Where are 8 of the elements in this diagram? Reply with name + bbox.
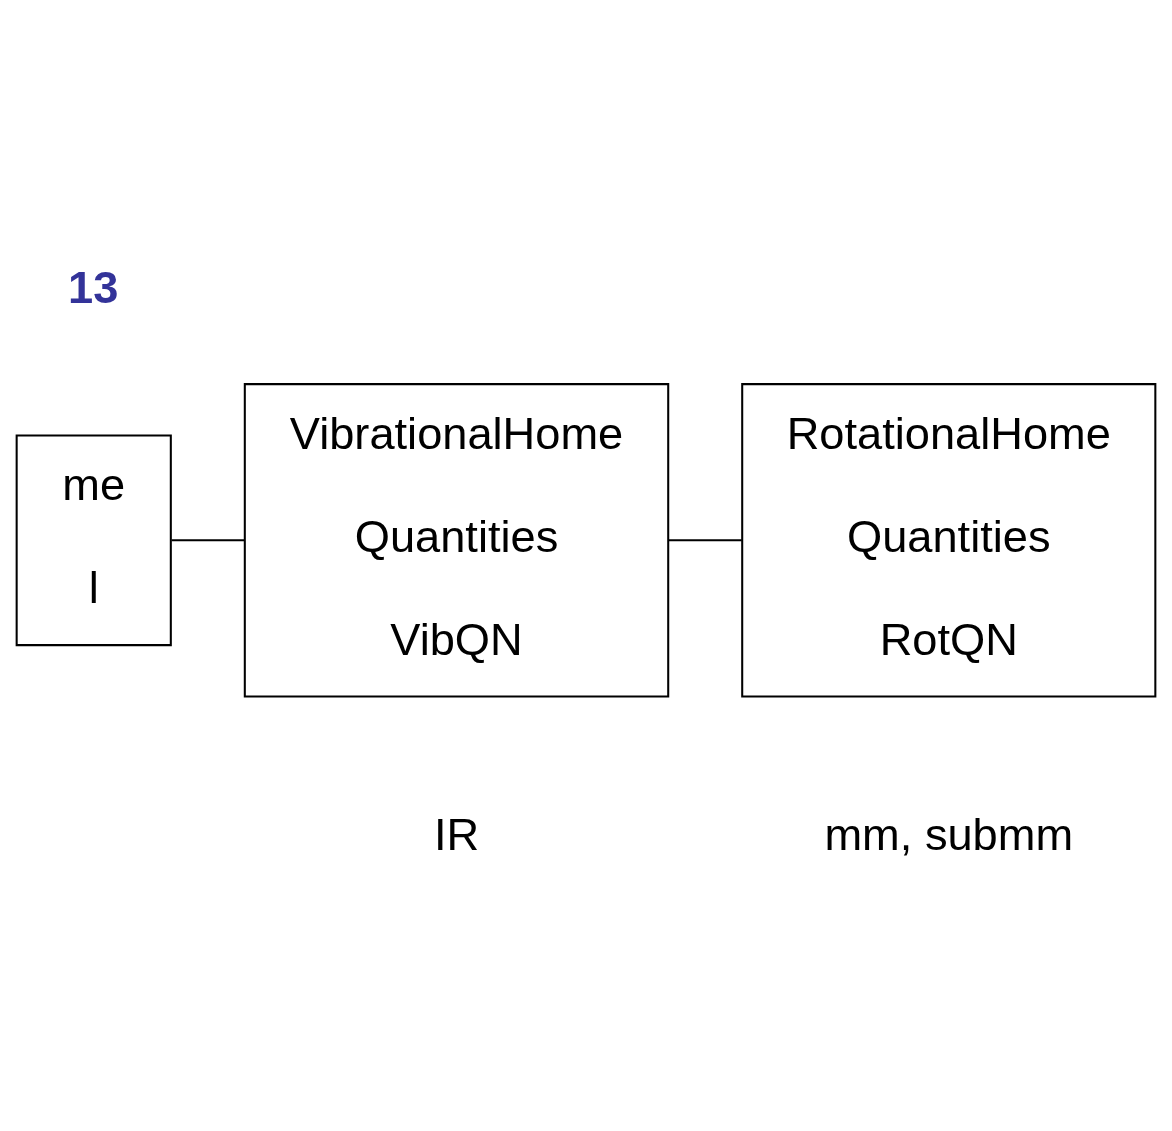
node-label: IR (433, 808, 480, 860)
label: 13 (68, 261, 119, 313)
node-box: VibrationalHome Quantities VibQN (243, 382, 670, 698)
node-label: mm, submm (824, 808, 1074, 860)
node-box: RotationalHome Quantities RotQN (741, 382, 1157, 698)
node-box: me l (15, 433, 172, 646)
connector (171, 538, 245, 541)
connector (668, 538, 742, 541)
